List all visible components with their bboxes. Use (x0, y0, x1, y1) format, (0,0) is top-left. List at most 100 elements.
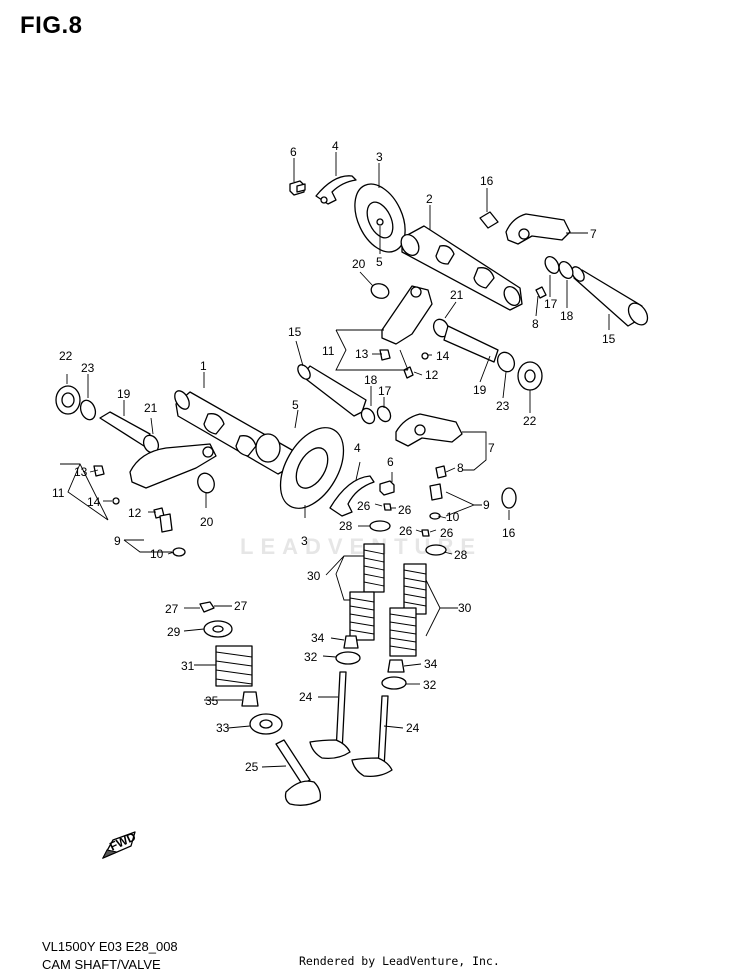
callout-9: 9 (114, 534, 121, 548)
part-oil-seal-16-upper (479, 211, 499, 229)
callout-27: 27 (234, 599, 248, 613)
callout-25: 25 (245, 760, 259, 774)
part-adjusters-8-9-10-right (429, 465, 447, 520)
callout-13: 13 (74, 465, 88, 479)
callout-8: 8 (457, 461, 464, 475)
part-valve-seal-34-right (387, 659, 405, 673)
part-shaft-21-upper (432, 318, 499, 363)
part-rocker-shaft-15-mid (297, 364, 367, 417)
callout-14: 14 (87, 495, 101, 509)
part-shaft-19-left (99, 411, 151, 447)
callout-10: 10 (446, 510, 460, 524)
callout-30: 30 (458, 601, 472, 615)
callout-34: 34 (311, 631, 325, 645)
callout-1: 1 (200, 359, 207, 373)
callout-13: 13 (355, 347, 369, 361)
rendered-by-credit: Rendered by LeadVenture, Inc. (299, 954, 500, 968)
part-camshaft-2 (400, 225, 523, 311)
callout-5: 5 (292, 398, 299, 412)
callout-28: 28 (454, 548, 468, 562)
part-valve-seal-34-left (343, 635, 359, 649)
callout-14: 14 (436, 349, 450, 363)
callout-15: 15 (602, 332, 616, 346)
fwd-direction-arrow: FWD (101, 829, 138, 859)
callout-11: 11 (322, 344, 335, 358)
part-retainer-29 (203, 620, 233, 638)
callout-16: 16 (502, 526, 516, 540)
part-valve-24-left (309, 671, 351, 760)
part-rocker-arm-11-lower (93, 443, 217, 505)
callout-15: 15 (288, 325, 302, 339)
part-oring-20-upper (370, 283, 390, 299)
part-rocker-shaft-15-upper (571, 266, 649, 327)
callout-23: 23 (81, 361, 95, 375)
part-washer-23-left (79, 399, 97, 421)
part-cotters-26 (383, 503, 430, 537)
part-cam-sprocket-3-upper (354, 183, 406, 253)
part-cotter-27 (199, 601, 215, 613)
callout-4: 4 (332, 139, 339, 153)
callout-7: 7 (590, 227, 597, 241)
callout-32: 32 (423, 678, 437, 692)
callout-8: 8 (532, 317, 539, 331)
part-oring-20-lower (197, 472, 215, 494)
section-name: CAM SHAFT/VALVE (42, 957, 161, 972)
part-washers-17-18-mid (360, 352, 429, 425)
callout-21: 21 (144, 401, 158, 415)
part-retainer-28 (369, 520, 447, 556)
part-washers-17-18-upper (535, 255, 574, 299)
part-valve-24-right (351, 695, 393, 778)
part-rocker-arm-11-upper (379, 285, 433, 361)
part-rocker-arm-7-upper (505, 213, 571, 245)
callout-33: 33 (216, 721, 230, 735)
callout-35: 35 (205, 694, 219, 708)
callout-12: 12 (128, 506, 142, 520)
callout-22: 22 (523, 414, 537, 428)
part-oil-seal-16-lower (501, 487, 517, 509)
part-spring-seat-33 (249, 713, 283, 735)
callout-18: 18 (364, 373, 378, 387)
part-spring-seat-32-left (335, 651, 361, 665)
callout-26: 26 (357, 499, 371, 513)
callout-20: 20 (200, 515, 214, 529)
callout-22: 22 (59, 349, 73, 363)
diagram-code: VL1500Y E03 E28_008 (42, 939, 178, 954)
callout-26: 26 (399, 524, 413, 538)
part-bolt-6-upper (289, 180, 306, 196)
callout-12: 12 (425, 368, 439, 382)
callout-18: 18 (560, 309, 574, 323)
callout-9: 9 (483, 498, 490, 512)
part-valve-25 (275, 739, 322, 806)
callout-10: 10 (150, 547, 164, 561)
callout-6: 6 (290, 145, 297, 159)
callout-17: 17 (378, 384, 392, 398)
callout-26: 26 (398, 503, 412, 517)
callout-19: 19 (117, 387, 131, 401)
callout-26: 26 (440, 526, 454, 540)
callout-numbers: 6 4 3 5 2 16 7 20 21 17 8 18 15 15 11 13… (52, 139, 616, 774)
callout-5: 5 (376, 255, 383, 269)
callout-30: 30 (307, 569, 321, 583)
part-cam-chain-guide-4-upper (315, 175, 357, 205)
callout-3: 3 (301, 534, 308, 548)
callout-6: 6 (387, 455, 394, 469)
part-spring-31 (215, 645, 253, 687)
callout-31: 31 (181, 659, 195, 673)
figure-title: FIG.8 (20, 12, 83, 39)
callout-19: 19 (473, 383, 487, 397)
callout-21: 21 (450, 288, 464, 302)
exploded-parts-diagram: FWD 6 4 3 5 2 16 7 20 21 17 8 18 15 15 1… (52, 139, 649, 859)
callout-32: 32 (304, 650, 318, 664)
leader-lines (60, 152, 610, 768)
callout-24: 24 (406, 721, 420, 735)
callout-16: 16 (480, 174, 494, 188)
callout-34: 34 (424, 657, 438, 671)
part-cam-sprocket-3-lower (279, 427, 345, 509)
callout-4: 4 (354, 441, 361, 455)
part-spring-seat-32-right (381, 676, 407, 690)
callout-20: 20 (352, 257, 366, 271)
part-cam-chain-guide-4-lower (329, 475, 375, 517)
part-camshaft-1 (174, 390, 297, 475)
callout-29: 29 (167, 625, 181, 639)
part-adjusters-12-9-10-left (153, 507, 186, 557)
